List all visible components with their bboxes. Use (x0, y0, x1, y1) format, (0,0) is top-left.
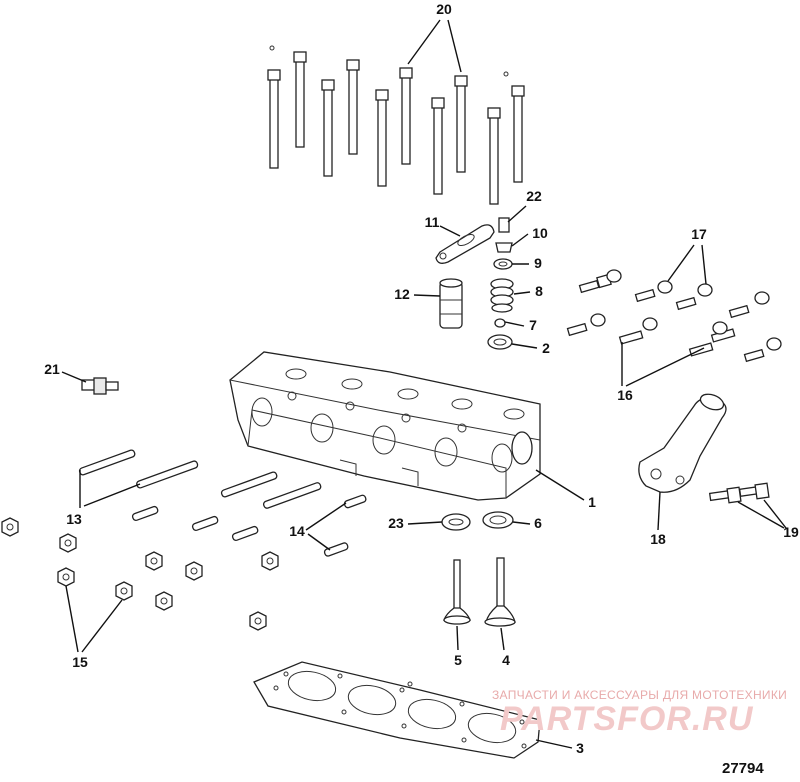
callout-15: 15 (65, 585, 123, 670)
temperature-sender (81, 377, 119, 395)
rocker-arm (435, 224, 495, 264)
svg-text:8: 8 (535, 283, 543, 299)
callout-6: 6 (512, 515, 542, 531)
svg-text:18: 18 (650, 531, 666, 547)
callout-3: 3 (535, 739, 584, 756)
svg-text:13: 13 (66, 511, 82, 527)
svg-text:3: 3 (576, 740, 584, 756)
svg-text:5: 5 (454, 652, 462, 668)
svg-text:12: 12 (394, 286, 410, 302)
svg-text:6: 6 (534, 515, 542, 531)
callout-12: 12 (394, 286, 441, 302)
valve-seals (441, 511, 514, 531)
svg-text:4: 4 (502, 652, 510, 668)
valves (443, 557, 516, 627)
head-bolts (267, 45, 525, 205)
svg-text:19: 19 (783, 524, 799, 540)
cylinder-head (229, 351, 541, 501)
svg-text:15: 15 (72, 654, 88, 670)
hydraulic-lifter (439, 278, 463, 329)
svg-text:20: 20 (436, 1, 452, 17)
callout-9: 9 (512, 255, 542, 271)
svg-text:11: 11 (425, 214, 440, 230)
svg-text:22: 22 (526, 188, 542, 204)
callout-21: 21 (44, 361, 87, 383)
callout-23: 23 (388, 515, 443, 531)
thermostat-bolts (708, 482, 770, 504)
callout-2: 2 (511, 340, 550, 356)
callout-22: 22 (507, 188, 542, 223)
callout-10: 10 (511, 225, 548, 247)
callout-17: 17 (667, 226, 707, 285)
svg-text:9: 9 (534, 255, 542, 271)
callout-5: 5 (454, 625, 462, 668)
watermark-brand: PARTSFOR.RU (500, 700, 754, 738)
callout-19: 19 (737, 499, 799, 540)
svg-text:14: 14 (289, 523, 305, 539)
dowel-pins (131, 494, 367, 557)
head-gasket (253, 661, 541, 759)
callout-8: 8 (513, 283, 543, 299)
callout-4: 4 (500, 627, 510, 668)
pushrods (78, 449, 322, 509)
valve-train-stack (487, 217, 514, 350)
svg-text:10: 10 (532, 225, 548, 241)
watermark-caption: ЗАПЧАСТИ И АКСЕССУАРЫ ДЛЯ МОТОТЕХНИКИ (492, 688, 788, 702)
callout-1: 1 (535, 469, 596, 510)
nuts (1, 517, 279, 631)
svg-text:16: 16 (617, 387, 633, 403)
svg-text:23: 23 (388, 515, 404, 531)
callout-14: 14 (289, 502, 347, 551)
svg-text:1: 1 (588, 494, 596, 510)
rocker-studs (566, 269, 782, 363)
callout-18: 18 (650, 491, 666, 547)
callout-7: 7 (504, 317, 537, 333)
callout-13: 13 (66, 470, 141, 527)
callout-20: 20 (407, 1, 462, 73)
diagram-number: 27794 (722, 760, 764, 777)
thermostat-housing (638, 393, 727, 493)
callout-11: 11 (425, 214, 461, 237)
callout-16: 16 (617, 342, 705, 403)
svg-text:7: 7 (529, 317, 537, 333)
svg-text:17: 17 (691, 226, 707, 242)
svg-text:21: 21 (44, 361, 60, 377)
svg-text:2: 2 (542, 340, 550, 356)
